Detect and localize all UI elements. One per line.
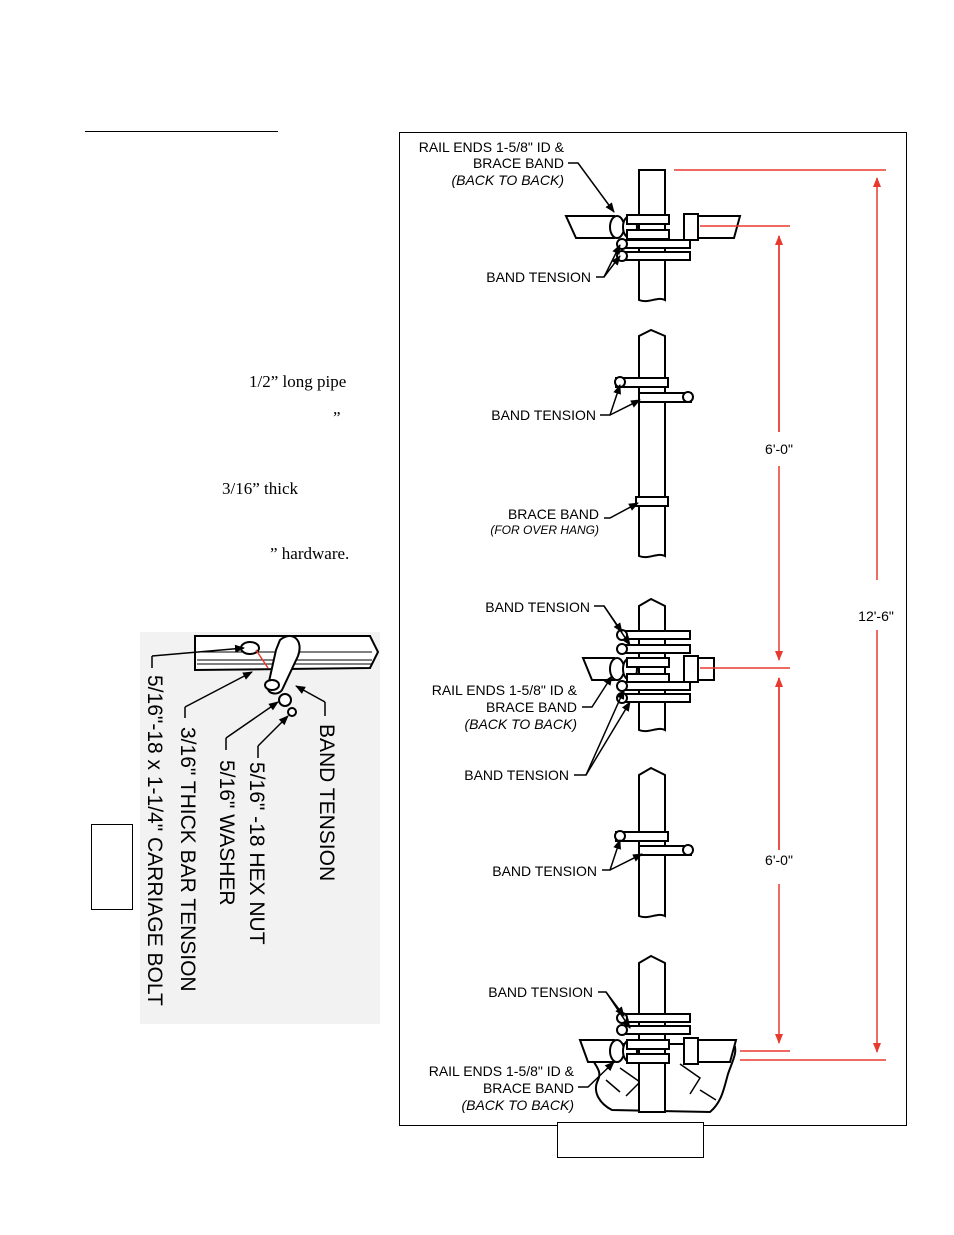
- hardware-text: ” hardware.: [270, 544, 350, 563]
- upper-span-dimension: 6'-0": [765, 441, 793, 457]
- post-middle: [581, 597, 715, 733]
- quote-fragment-text: ”: [333, 408, 341, 427]
- band-tension-label: BAND TENSION: [492, 863, 597, 879]
- hardware-detail: 5/16"-18 x 1-1/4" CARRIAGE BOLT 3/16" TH…: [140, 632, 380, 1024]
- hex-nut-callout: 5/16" -18 HEX NUT: [245, 762, 268, 945]
- top-back-to-back-note: (BACK TO BACK): [451, 172, 564, 188]
- brace-band-label: BRACE BAND: [508, 506, 599, 522]
- post-bottom: [578, 954, 738, 1114]
- lower-span-dimension: 6'-0": [765, 852, 793, 868]
- band-tension-label: BAND TENSION: [491, 407, 596, 423]
- band-tension-label: BAND TENSION: [486, 269, 591, 285]
- over-hang-note: (FOR OVER HANG): [490, 523, 599, 537]
- caption-box: [557, 1122, 704, 1158]
- mid-back-to-back-note: (BACK TO BACK): [464, 716, 577, 732]
- mid-brace-band-label: BRACE BAND: [486, 699, 577, 715]
- pipe-length-text: 1/2” long pipe: [249, 372, 347, 391]
- top-rail-ends-label: RAIL ENDS 1-5/8" ID &: [419, 139, 565, 155]
- leader-lines: [568, 162, 643, 1088]
- post-top: [564, 169, 742, 303]
- section-underline: [85, 131, 278, 132]
- figure-label-box: [91, 824, 133, 910]
- post-second: [614, 328, 694, 559]
- bot-back-to-back-note: (BACK TO BACK): [461, 1097, 574, 1113]
- band-tension-label: BAND TENSION: [485, 599, 590, 615]
- hex-nut-shape: [287, 707, 297, 717]
- washer-callout: 5/16" WASHER: [215, 760, 238, 906]
- bot-brace-band-label: BRACE BAND: [483, 1080, 574, 1096]
- carriage-bolt-callout: 5/16"-18 x 1-1/4" CARRIAGE BOLT: [143, 675, 166, 1006]
- band-tension-label: BAND TENSION: [464, 767, 569, 783]
- band-tension-label: BAND TENSION: [488, 984, 593, 1000]
- thickness-text: 3/16” thick: [222, 479, 299, 498]
- bot-rail-ends-label: RAIL ENDS 1-5/8" ID &: [429, 1063, 575, 1079]
- washer-shape: [278, 693, 292, 707]
- total-span-dimension: 12'-6": [858, 608, 894, 624]
- dimension-lines: [674, 169, 886, 1061]
- top-brace-band-label: BRACE BAND: [473, 155, 564, 171]
- band-tension-callout: BAND TENSION: [315, 724, 338, 881]
- post-fourth: [614, 766, 694, 919]
- mid-rail-ends-label: RAIL ENDS 1-5/8" ID &: [432, 682, 578, 698]
- bar-tension-callout: 3/16" THICK BAR TENSION: [176, 727, 199, 992]
